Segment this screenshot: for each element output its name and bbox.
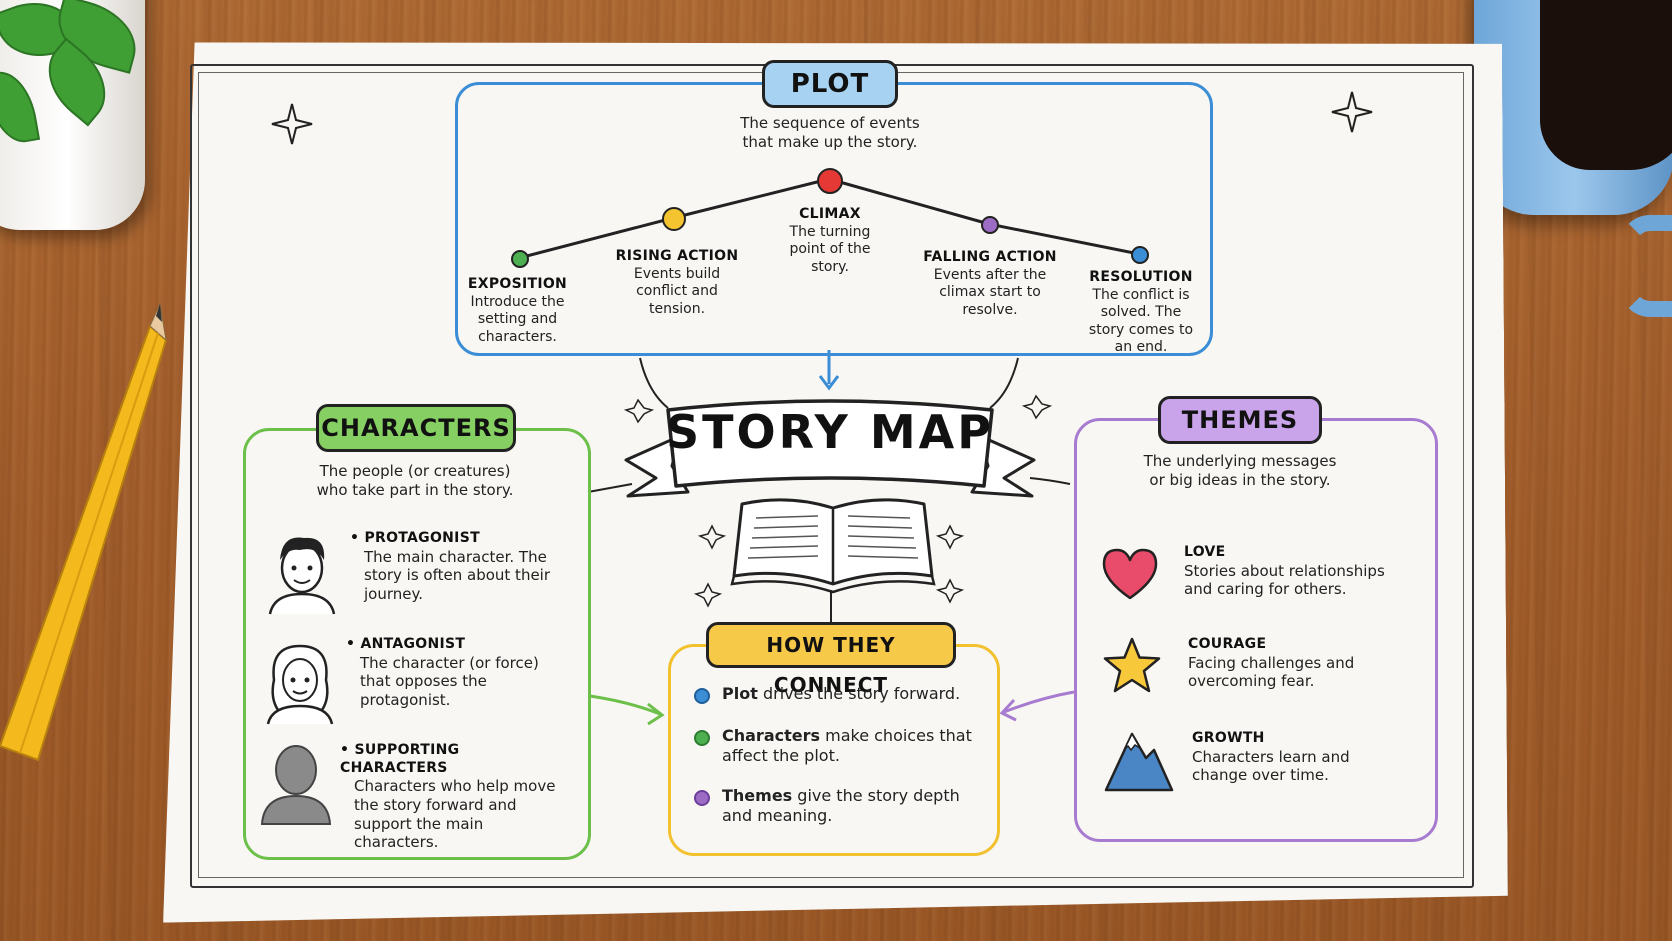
- plot-description: The sequence of events that make up the …: [740, 114, 920, 151]
- stage-name: CLIMAX: [799, 206, 861, 222]
- character-name-text: SUPPORTING CHARACTERS: [340, 742, 460, 776]
- title-banner: [624, 399, 1036, 498]
- falling-action-dot: [981, 216, 999, 234]
- supporting-character-silhouette-icon: [260, 745, 332, 825]
- character-name-text: ANTAGONIST: [360, 636, 466, 652]
- antagonist-item: • ANTAGONIST The character (or force) th…: [346, 636, 556, 710]
- sparkle-icon: [1331, 91, 1373, 133]
- rising-action-dot: [662, 207, 686, 231]
- stage-name: EXPOSITION: [467, 276, 568, 292]
- supporting-characters-item: • SUPPORTING CHARACTERS Characters who h…: [340, 742, 560, 852]
- stage-text: Events after the climax start to resolve…: [933, 266, 1047, 318]
- story-map-title: STORY MAP: [666, 405, 994, 459]
- growth-item: GROWTH Characters learn and change over …: [1192, 730, 1392, 785]
- exposition-dot: [511, 250, 529, 268]
- antagonist-avatar-icon: [266, 644, 334, 725]
- connect-bullet-blue: [694, 688, 710, 704]
- connect-rest: drives the story forward.: [762, 684, 961, 703]
- connect-bullet-green: [694, 730, 710, 746]
- climax-dot: [817, 168, 843, 194]
- theme-text: Characters learn and change over time.: [1192, 747, 1350, 785]
- character-text: Characters who help move the story forwa…: [354, 777, 556, 852]
- connect-item: Characters make choices that affect the …: [690, 726, 980, 766]
- connect-text: Themes give the story depth and meaning.: [690, 786, 980, 826]
- stage-text: Introduce the setting and characters.: [470, 293, 565, 345]
- stage-text: Events build conflict and tension.: [633, 265, 721, 317]
- exposition-stage: EXPOSITION Introduce the setting and cha…: [460, 276, 575, 346]
- star-icon: [1103, 637, 1161, 693]
- stage-name: FALLING ACTION: [923, 249, 1057, 265]
- connect-item: Plot drives the story forward.: [690, 684, 980, 704]
- mountain-icon: [1104, 732, 1174, 792]
- protagonist-avatar-icon: [268, 537, 336, 615]
- falling-action-stage: FALLING ACTION Events after the climax s…: [922, 249, 1058, 319]
- courage-item: COURAGE Facing challenges and overcoming…: [1188, 636, 1398, 691]
- love-item: LOVE Stories about relationships and car…: [1184, 544, 1404, 599]
- connect-text: Plot drives the story forward.: [690, 684, 980, 704]
- open-book-icon: [730, 498, 936, 594]
- connect-bold: Themes: [722, 786, 793, 805]
- protagonist-item: • PROTAGONIST The main character. The st…: [350, 530, 550, 604]
- character-name: • PROTAGONIST: [350, 530, 480, 546]
- stage-text: The conflict is solved. The story comes …: [1088, 286, 1194, 356]
- resolution-stage: RESOLUTION The conflict is solved. The s…: [1082, 269, 1200, 357]
- connect-bold: Characters: [722, 726, 821, 745]
- characters-description: The people (or creatures) who take part …: [316, 462, 514, 499]
- pencil: [0, 302, 168, 762]
- character-name: • ANTAGONIST: [346, 636, 466, 652]
- character-name-text: PROTAGONIST: [364, 530, 480, 546]
- heart-icon: [1102, 548, 1158, 600]
- character-name: • SUPPORTING CHARACTERS: [340, 742, 460, 776]
- stage-name: RISING ACTION: [615, 248, 739, 264]
- theme-text: Stories about relationships and caring f…: [1184, 561, 1385, 599]
- character-text: The main character. The story is often a…: [364, 547, 551, 604]
- theme-name: LOVE: [1184, 544, 1226, 560]
- climax-stage: CLIMAX The turning point of the story.: [780, 206, 880, 276]
- theme-text: Facing challenges and overcoming fear.: [1188, 653, 1355, 691]
- stage-name: RESOLUTION: [1089, 269, 1193, 285]
- sparkle-icon: [271, 103, 313, 145]
- connect-text: Characters make choices that affect the …: [690, 726, 980, 766]
- themes-label: THEMES: [1158, 396, 1322, 444]
- resolution-dot: [1131, 246, 1149, 264]
- coffee: [1540, 0, 1672, 170]
- connect-rest: give the story depth and meaning.: [722, 786, 960, 825]
- connect-item: Themes give the story depth and meaning.: [690, 786, 980, 826]
- rising-action-stage: RISING ACTION Events build conflict and …: [612, 248, 742, 318]
- theme-name: GROWTH: [1192, 730, 1265, 746]
- plot-label: PLOT: [762, 60, 898, 108]
- themes-description: The underlying messages or big ideas in …: [1143, 452, 1337, 489]
- connect-bullet-purple: [694, 790, 710, 806]
- stage-text: The turning point of the story.: [789, 223, 871, 275]
- connect-bold: Plot: [722, 684, 758, 703]
- characters-label: CHARACTERS: [316, 404, 516, 452]
- connect-rest: make choices that affect the plot.: [722, 726, 972, 765]
- connect-label: HOW THEY CONNECT: [706, 622, 956, 697]
- theme-name: COURAGE: [1188, 636, 1267, 652]
- character-text: The character (or force) that opposes th…: [360, 653, 539, 710]
